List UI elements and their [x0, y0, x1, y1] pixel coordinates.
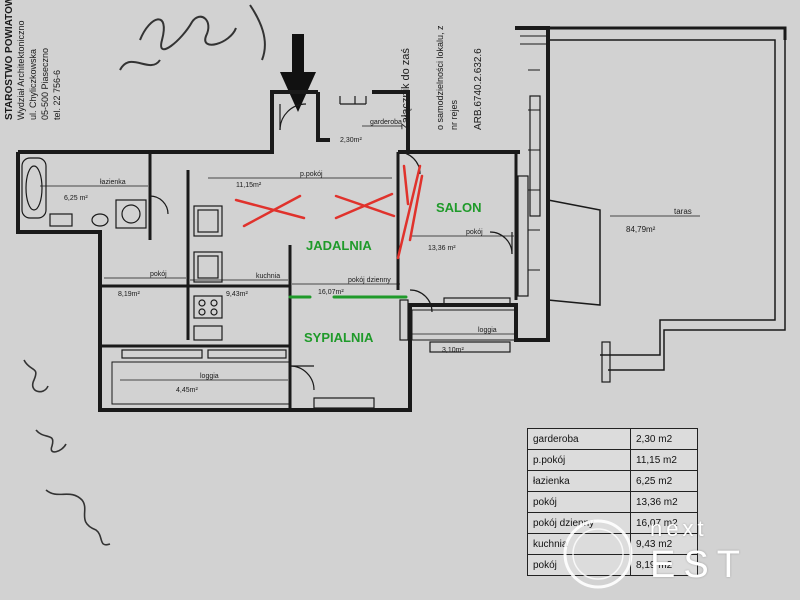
sypialnia-annotation: SYPIALNIA — [304, 330, 374, 345]
loggia-left-label: loggia — [200, 373, 219, 380]
kuchnia-area: 9,43m² — [226, 291, 248, 298]
doors — [149, 103, 513, 391]
ppokoj-label: p.pokój — [300, 171, 323, 178]
label-lines — [40, 125, 700, 381]
logo-word-next: next — [650, 516, 708, 541]
attachment-line-4: ARB.6740.2.632.6 — [473, 48, 484, 130]
stamp-line-1: STAROSTWO POWIATOWE — [4, 0, 15, 120]
legend-room-name: pokój — [527, 554, 631, 576]
dzienny-label: pokój dzienny — [348, 277, 391, 284]
bathroom-fixtures — [21, 157, 147, 229]
dzienny-area: 16,07m² — [318, 289, 344, 296]
room-labels: łazienka 6,25 m² p.pokój 11,15m² gardero… — [64, 119, 692, 394]
salon-room-area: 13,36 m² — [428, 245, 456, 252]
loggia-right-outline — [411, 309, 517, 341]
wall-hatching — [520, 35, 546, 271]
legend-room-area: 2,30 m2 — [630, 428, 698, 450]
stamp-line-2: Wydział Architektoniczno — [16, 21, 26, 120]
signature-left — [23, 359, 111, 546]
attachment-line-3: nr rejes — [449, 99, 459, 130]
taras-area: 84,79m² — [626, 225, 656, 234]
pokoj-left-label: pokój — [150, 271, 167, 278]
legend-room-name: p.pokój — [527, 449, 631, 471]
legend-room-area: 6,25 m2 — [630, 470, 698, 492]
legend-room-name: łazienka — [527, 470, 631, 492]
official-stamp: STAROSTWO POWIATOWE Wydział Architektoni… — [4, 0, 62, 120]
terrace-outline — [547, 26, 787, 371]
taras-label: taras — [674, 207, 692, 216]
loggia-left-area: 4,45m² — [176, 387, 198, 394]
salon-room-label: pokój — [466, 229, 483, 236]
jadalnia-annotation: JADALNIA — [306, 238, 372, 253]
signature-top — [119, 4, 266, 71]
legend-room-area: 11,15 m2 — [630, 449, 698, 471]
loggia-left-outline — [111, 361, 291, 405]
ppokoj-area: 11,15m² — [236, 182, 262, 189]
garderoba-area: 2,30m² — [340, 137, 362, 144]
stamp-line-3: ul. Chyliczkowska — [28, 49, 38, 120]
loggia-right-area: 3,10m² — [442, 347, 464, 354]
legend-room-name: pokój — [527, 491, 631, 513]
logo-word-est: EST — [650, 544, 748, 586]
stamp-line-4: 05-500 Piaseczno — [40, 48, 50, 120]
garderoba-label: garderoba — [370, 119, 402, 126]
kuchnia-label: kuchnia — [256, 273, 280, 280]
legend-room-area: 8,19 m2 — [630, 554, 698, 576]
legend-room-area: 13,36 m2 — [630, 491, 698, 513]
next-nest-logo: next EST — [558, 514, 788, 594]
loggia-right-label: loggia — [478, 327, 497, 334]
pokoj-left-area: 8,19m² — [118, 291, 140, 298]
stamp-line-5: tel. 22 756-6 — [52, 70, 62, 120]
salon-annotation: SALON — [436, 200, 482, 215]
walls — [16, 26, 550, 412]
green-annotations: SALON JADALNIA SYPIALNIA — [304, 200, 482, 345]
red-crossouts — [234, 164, 424, 260]
wardrobe-rail — [339, 96, 367, 105]
legend-room-name: garderoba — [527, 428, 631, 450]
lazienka-area: 6,25 m² — [64, 195, 88, 202]
logo-ring-icon — [563, 519, 633, 589]
kitchen-fixtures — [193, 205, 223, 341]
lazienka-label: łazienka — [100, 179, 126, 186]
windows — [121, 95, 611, 409]
attachment-line-2: o samodzielności lokalu, z — [435, 25, 445, 130]
